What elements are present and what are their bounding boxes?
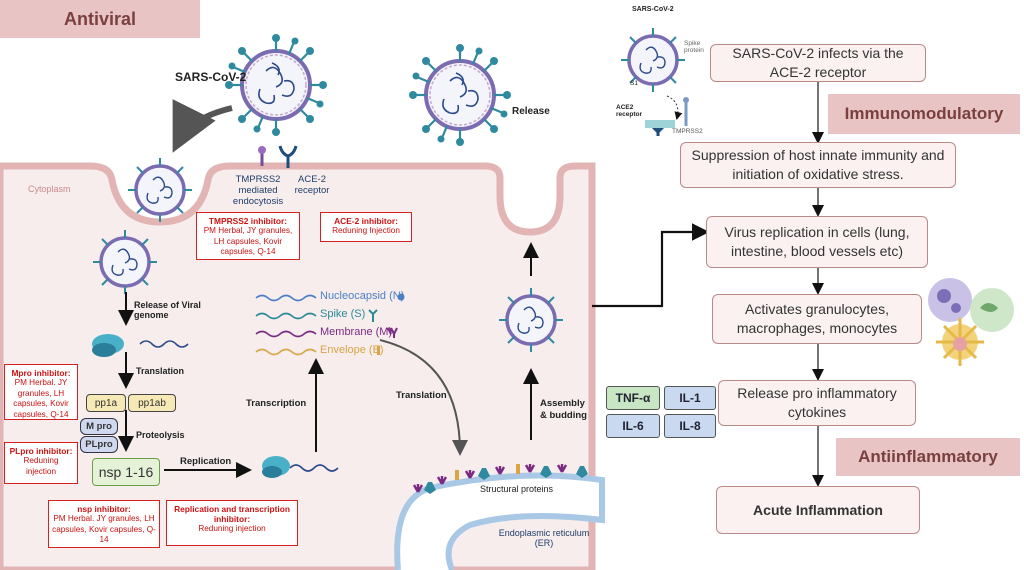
- transcription-label: Transcription: [246, 398, 307, 409]
- gene-nucleocapsid: Nucleocapsid (N): [320, 290, 405, 302]
- tmprss2-endocytosis-label: TMPRSS2 mediated endocytosis: [232, 174, 284, 207]
- inhibitor-body: PM Herbal. JY granules, LH capsules, Kov…: [52, 514, 156, 545]
- sars-cov2-label: SARS-CoV-2: [175, 70, 247, 84]
- replication-label: Replication: [180, 456, 232, 467]
- translation-left-label: Translation: [136, 366, 185, 376]
- assembly-label: Assembly & budding: [540, 398, 587, 422]
- tmprss2-inhibitor-box: TMPRSS2 inhibitor: PM Herbal, JY granule…: [196, 212, 300, 260]
- gene-waves: [255, 294, 317, 356]
- inhibitor-title: Replication and transcription inhibitor:: [174, 504, 290, 524]
- inhibitor-title: ACE-2 inhibitor:: [334, 216, 398, 226]
- ace2-inset-label: ACE2 receptor: [616, 104, 643, 118]
- plpro-box: PLpro: [80, 436, 118, 453]
- inhibitor-body: PM Herbal. JY granules, LH capsules, Kov…: [13, 378, 69, 419]
- flow-step-5: Release pro inflammatory cytokines: [718, 380, 916, 426]
- antiinflammatory-header: Antiinflammatory: [836, 438, 1020, 476]
- immunomodulatory-header: Immunomodulatory: [828, 94, 1020, 134]
- ace2-receptor-label: ACE-2 receptor: [294, 174, 330, 196]
- flow-step-2: Suppression of host innate immunity and …: [680, 142, 956, 188]
- spike-protein-label: Spike protein: [684, 40, 704, 54]
- immune-cells-illustration: [928, 278, 1014, 366]
- nsp-box: nsp 1-16: [92, 458, 160, 486]
- flow-step-4: Activates granulocytes, macrophages, mon…: [712, 294, 922, 344]
- inhibitor-body: Reduning Injection: [332, 226, 400, 235]
- er-proteins: [412, 464, 588, 494]
- proteolysis-label: Proteolysis: [136, 430, 185, 440]
- cytokine-tnf: TNF-α: [606, 386, 660, 410]
- pp1ab-box: pp1ab: [128, 394, 176, 412]
- nsp-inhibitor-box: nsp inhibitor: PM Herbal. JY granules, L…: [48, 500, 160, 548]
- s1-label: S1: [630, 80, 638, 87]
- structural-proteins-label: Structural proteins: [480, 484, 554, 494]
- cytokine-il1: IL-1: [664, 386, 716, 410]
- flow-step-1: SARS-CoV-2 infects via the ACE-2 recepto…: [710, 44, 926, 82]
- mpro-box: M pro: [80, 418, 118, 435]
- translation-right-label: Translation: [396, 390, 447, 401]
- gene-membrane: Membrane (M): [320, 326, 393, 338]
- gene-icons: [368, 293, 405, 355]
- cytoplasm-label: Cytoplasm: [28, 184, 71, 194]
- plpro-inhibitor-box: PLpro inhibitor: Reduning injection: [4, 442, 78, 484]
- inhibitor-body: Reduning injection: [198, 524, 266, 533]
- flow-step-3: Virus replication in cells (lung, intest…: [706, 216, 928, 268]
- gene-envelope: Envelope (E): [320, 344, 384, 356]
- inhibitor-title: PLpro inhibitor:: [9, 446, 73, 456]
- tmprss2-inset-label: TMPRSS2: [672, 128, 703, 135]
- inset-receptor: [645, 95, 689, 136]
- release-label: Release: [512, 106, 550, 117]
- cytokine-il6: IL-6: [606, 414, 660, 438]
- inset-title: SARS-CoV-2: [632, 6, 674, 13]
- inhibitor-title: nsp inhibitor:: [77, 504, 131, 514]
- er-label: Endoplasmic reticulum (ER): [498, 528, 590, 548]
- tmprss2-glyph: [258, 146, 266, 166]
- pp1a-box: pp1a: [86, 394, 126, 412]
- ace2-glyph: [278, 145, 298, 168]
- mpro-inhibitor-box: Mpro inhibitor: PM Herbal. JY granules, …: [4, 364, 78, 420]
- cytokine-il8: IL-8: [664, 414, 716, 438]
- gene-spike: Spike (S): [320, 308, 366, 320]
- replication-inhibitor-box: Replication and transcription inhibitor:…: [166, 500, 298, 546]
- release-genome-label: Release of Viral genome: [134, 300, 201, 320]
- inhibitor-title: Mpro inhibitor:: [11, 368, 71, 378]
- flow-step-6: Acute Inflammation: [716, 486, 920, 534]
- antiviral-header: Antiviral: [0, 0, 200, 38]
- inhibitor-body: PM Herbal, JY granules, LH capsules, Kov…: [203, 226, 293, 257]
- ace2-inhibitor-box: ACE-2 inhibitor: Reduning Injection: [320, 212, 412, 242]
- inhibitor-body: Reduning injection: [23, 456, 59, 476]
- inhibitor-title: TMPRSS2 inhibitor:: [208, 216, 288, 226]
